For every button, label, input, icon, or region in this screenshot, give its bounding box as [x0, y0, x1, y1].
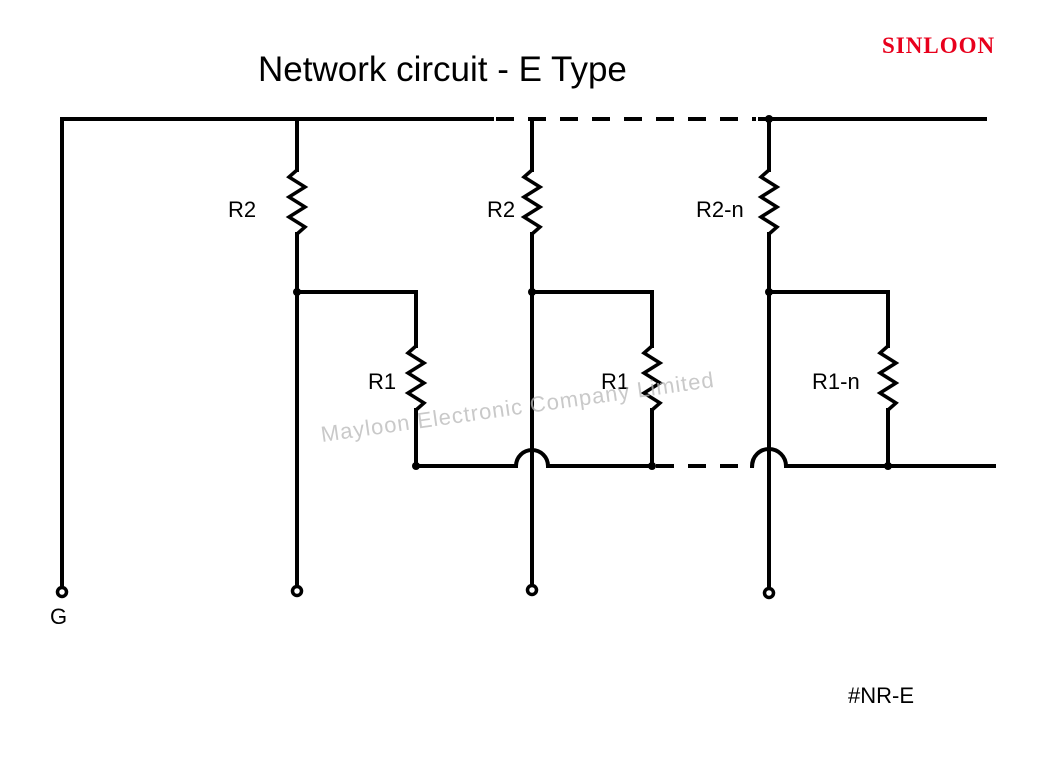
col2-r2-resistor — [520, 168, 544, 236]
junction-dot — [293, 288, 301, 296]
brand-logo: SINLOON — [882, 33, 996, 58]
terminal-1 — [290, 584, 304, 598]
junction-dot — [528, 288, 536, 296]
junction-dot — [648, 462, 656, 470]
bottom-bus-right — [749, 447, 996, 469]
bottom-bus-left — [414, 448, 654, 468]
coln-r2-resistor — [757, 168, 781, 236]
junction-dot — [884, 462, 892, 470]
label-r1-coln: R1-n — [812, 369, 860, 394]
terminal-ground — [55, 585, 69, 599]
col1-r2-resistor — [285, 168, 309, 236]
label-r2-col1: R2 — [228, 197, 256, 222]
diagram-title: Network circuit - E Type — [258, 50, 627, 89]
coln-r1-resistor — [876, 344, 900, 412]
junction-dot — [412, 462, 420, 470]
terminal-n — [762, 586, 776, 600]
label-r1-col2: R1 — [601, 369, 629, 394]
diagram-code: #NR-E — [848, 683, 915, 708]
ground-label: G — [50, 604, 67, 629]
junction-dot — [765, 288, 773, 296]
col2-r1-resistor — [640, 344, 664, 412]
col1-r1-resistor — [404, 344, 428, 412]
label-r1-col1: R1 — [368, 369, 396, 394]
terminal-2 — [525, 583, 539, 597]
junction-dot — [765, 115, 773, 123]
label-r2-col2: R2 — [487, 197, 515, 222]
label-r2-coln: R2-n — [696, 197, 744, 222]
